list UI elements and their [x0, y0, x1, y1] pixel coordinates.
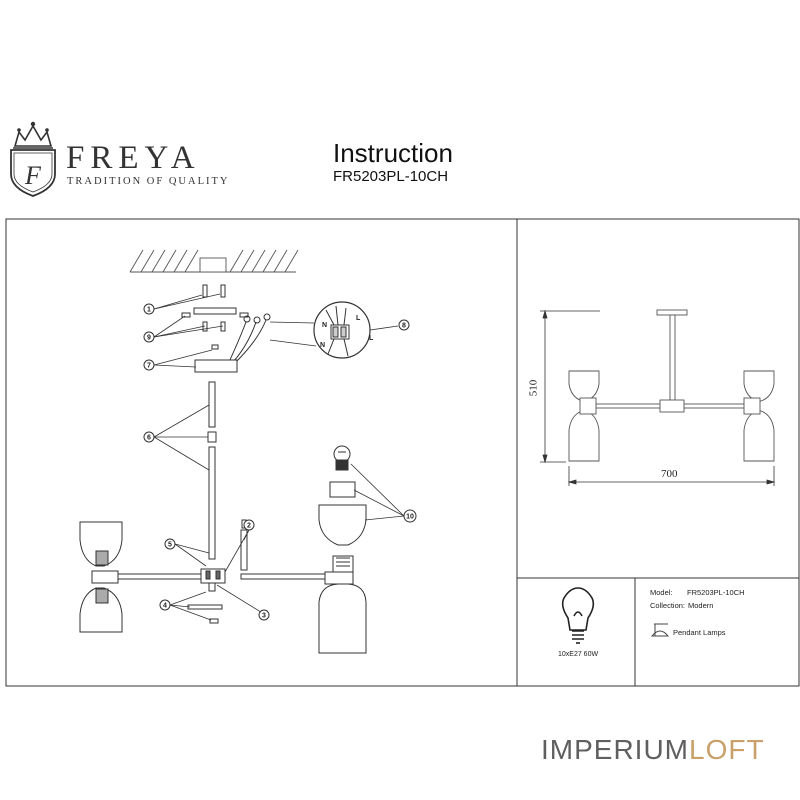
right-arm: [240, 481, 367, 654]
terminal-block: [325, 305, 350, 357]
dimension-drawing: [568, 309, 775, 462]
mounting-bracket: [181, 307, 249, 318]
callout-1: 1: [147, 307, 151, 314]
watermark-imperium: IMPERIUM: [541, 734, 689, 765]
brand-tagline: TRADITION OF QUALITY: [67, 176, 230, 187]
bulb-top: [333, 445, 351, 471]
callout-circles: [143, 303, 417, 621]
logo-letter: F: [24, 161, 42, 190]
wire-label-n1: N: [322, 322, 327, 329]
callout-6: 6: [147, 435, 151, 442]
wire-label-l1: L: [356, 315, 361, 322]
callout-9: 9: [147, 335, 151, 342]
dimension-lines: [540, 309, 776, 486]
bulb-icon: [561, 587, 595, 644]
pendant-lamp-icon: [650, 623, 670, 637]
spec-category: Pendant Lamps: [673, 628, 726, 637]
watermark: IMPERIUMLOFT: [541, 734, 765, 766]
hub: [187, 568, 226, 624]
callout-5: 5: [168, 542, 172, 549]
ceiling-hatch: [129, 249, 299, 273]
spec-collection-value: Modern: [688, 601, 714, 610]
callout-3: 3: [262, 613, 266, 620]
left-arm: [79, 521, 202, 633]
spec-model-value: FR5203PL-10CH: [687, 588, 745, 597]
dimension-height: 510: [527, 379, 540, 397]
wire-label-l2: L: [369, 335, 374, 342]
leader-lines: [153, 293, 405, 621]
bulb-caption: 10xE27 60W: [558, 651, 599, 658]
canopy: [194, 359, 238, 373]
callout-8: 8: [402, 323, 406, 330]
wire-label-n2: N: [320, 342, 325, 349]
freya-logo-emblem: F: [10, 121, 56, 197]
wires: [211, 313, 271, 363]
dimension-width: 700: [661, 468, 678, 480]
watermark-loft: LOFT: [689, 734, 765, 765]
brand-name: FREYA: [66, 140, 201, 176]
stem-rods: [207, 381, 217, 560]
drawing-frame: [5, 218, 800, 687]
instruction-title: Instruction: [333, 138, 453, 168]
callout-4: 4: [163, 603, 167, 610]
callout-7: 7: [147, 363, 151, 370]
spec-model-label: Model:: [650, 588, 673, 597]
callout-10: 10: [406, 514, 414, 521]
spec-collection-label: Collection:: [650, 601, 686, 610]
callout-2: 2: [247, 523, 251, 530]
product-code: FR5203PL-10CH: [333, 168, 449, 185]
